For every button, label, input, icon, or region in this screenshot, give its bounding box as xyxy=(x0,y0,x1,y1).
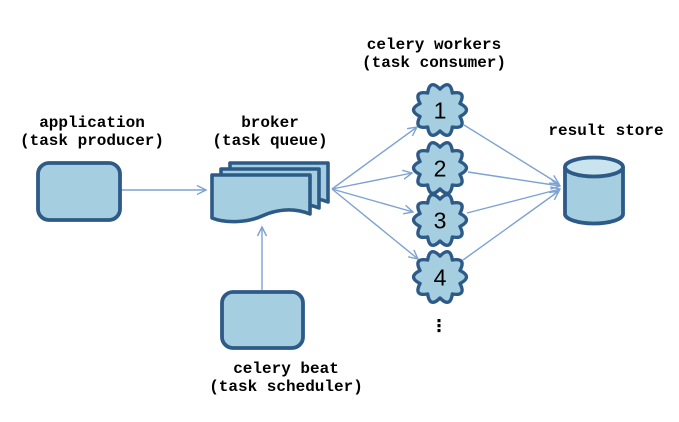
cylinder-top xyxy=(563,155,625,179)
worker-badge-1-number: 1 xyxy=(433,97,447,124)
broker-title: broker xyxy=(241,114,299,132)
workers-subtitle: (task consumer) xyxy=(361,54,507,72)
cylinder-body xyxy=(563,167,625,226)
celery-beat-node xyxy=(220,290,305,350)
edges-group xyxy=(121,124,560,290)
broker-doc-front xyxy=(210,173,312,224)
broker-node xyxy=(210,161,330,224)
edge-broker-to-worker-4 xyxy=(331,188,418,259)
application-node xyxy=(36,161,122,222)
result-store-node xyxy=(563,155,625,226)
result-store-title: result store xyxy=(548,122,664,140)
more-workers-ellipsis: ⋮ xyxy=(430,316,448,337)
edge-worker-4-to-store xyxy=(462,191,559,261)
application-title: application xyxy=(39,114,145,132)
workers-title: celery workers xyxy=(366,36,502,54)
edge-broker-to-worker-3 xyxy=(331,188,413,212)
edge-worker-2-to-store xyxy=(467,171,560,186)
broker-subtitle: (task queue) xyxy=(212,132,328,150)
celery-beat-title: celery beat xyxy=(233,360,339,378)
worker-badge-3-number: 3 xyxy=(433,207,447,234)
worker-badge-2-number: 2 xyxy=(433,155,447,182)
celery-beat-subtitle: (task scheduler) xyxy=(209,378,363,396)
edge-broker-to-worker-1 xyxy=(331,127,417,190)
edge-broker-to-worker-2 xyxy=(331,173,412,190)
worker-badge-4-number: 4 xyxy=(433,264,447,291)
edge-worker-1-to-store xyxy=(463,124,559,184)
edge-worker-3-to-store xyxy=(466,189,560,214)
application-subtitle: (task producer) xyxy=(19,132,165,150)
